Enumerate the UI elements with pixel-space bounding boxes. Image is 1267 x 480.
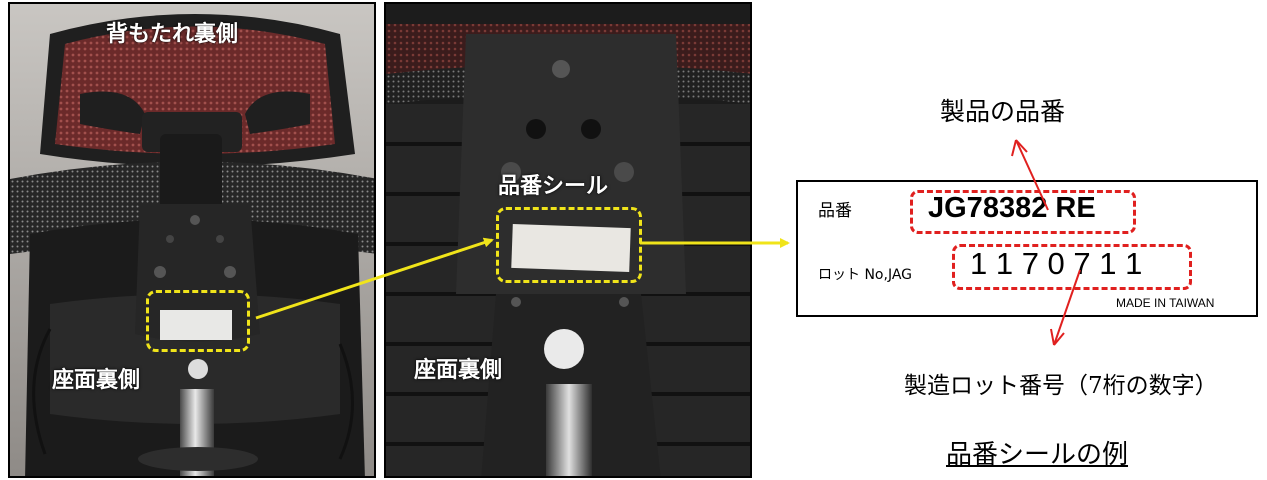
arrowhead-lot: [1050, 328, 1065, 346]
lot-number-value: 1 1 7 0 7 1 1: [970, 246, 1143, 281]
example-title: 品番シールの例: [946, 440, 1129, 470]
photo-sticker-closeup: 品番シール 座面裏側: [384, 2, 752, 478]
seat-underside-label-closeup: 座面裏側: [414, 358, 503, 383]
backrest-back-label: 背もたれ裏側: [106, 22, 239, 47]
sticker-label: 品番シール: [498, 174, 609, 199]
label-sticker-example: 品番 JG78382 RE ロット No,JAG 1 1 7 0 7 1 1 M…: [796, 180, 1258, 317]
product-number-value: JG78382 RE: [928, 192, 1096, 224]
lot-number-caption: 製造ロット番号（7桁の数字）: [904, 373, 1218, 399]
chair-back-illustration: [10, 4, 374, 476]
made-in-text: MADE IN TAIWAN: [1116, 296, 1215, 310]
sticker-highlight-box: [146, 290, 250, 352]
seat-underside-label: 座面裏側: [52, 368, 141, 393]
sticker-highlight-box-closeup: [496, 207, 642, 283]
product-number-caption: 製品の品番: [940, 97, 1066, 126]
photo-chair-back-overview: 背もたれ裏側 座面裏側: [8, 2, 376, 478]
lot-number-field-label: ロット No,JAG: [818, 267, 913, 283]
product-number-field-label: 品番: [818, 201, 852, 221]
arrowhead-product: [1011, 139, 1028, 157]
